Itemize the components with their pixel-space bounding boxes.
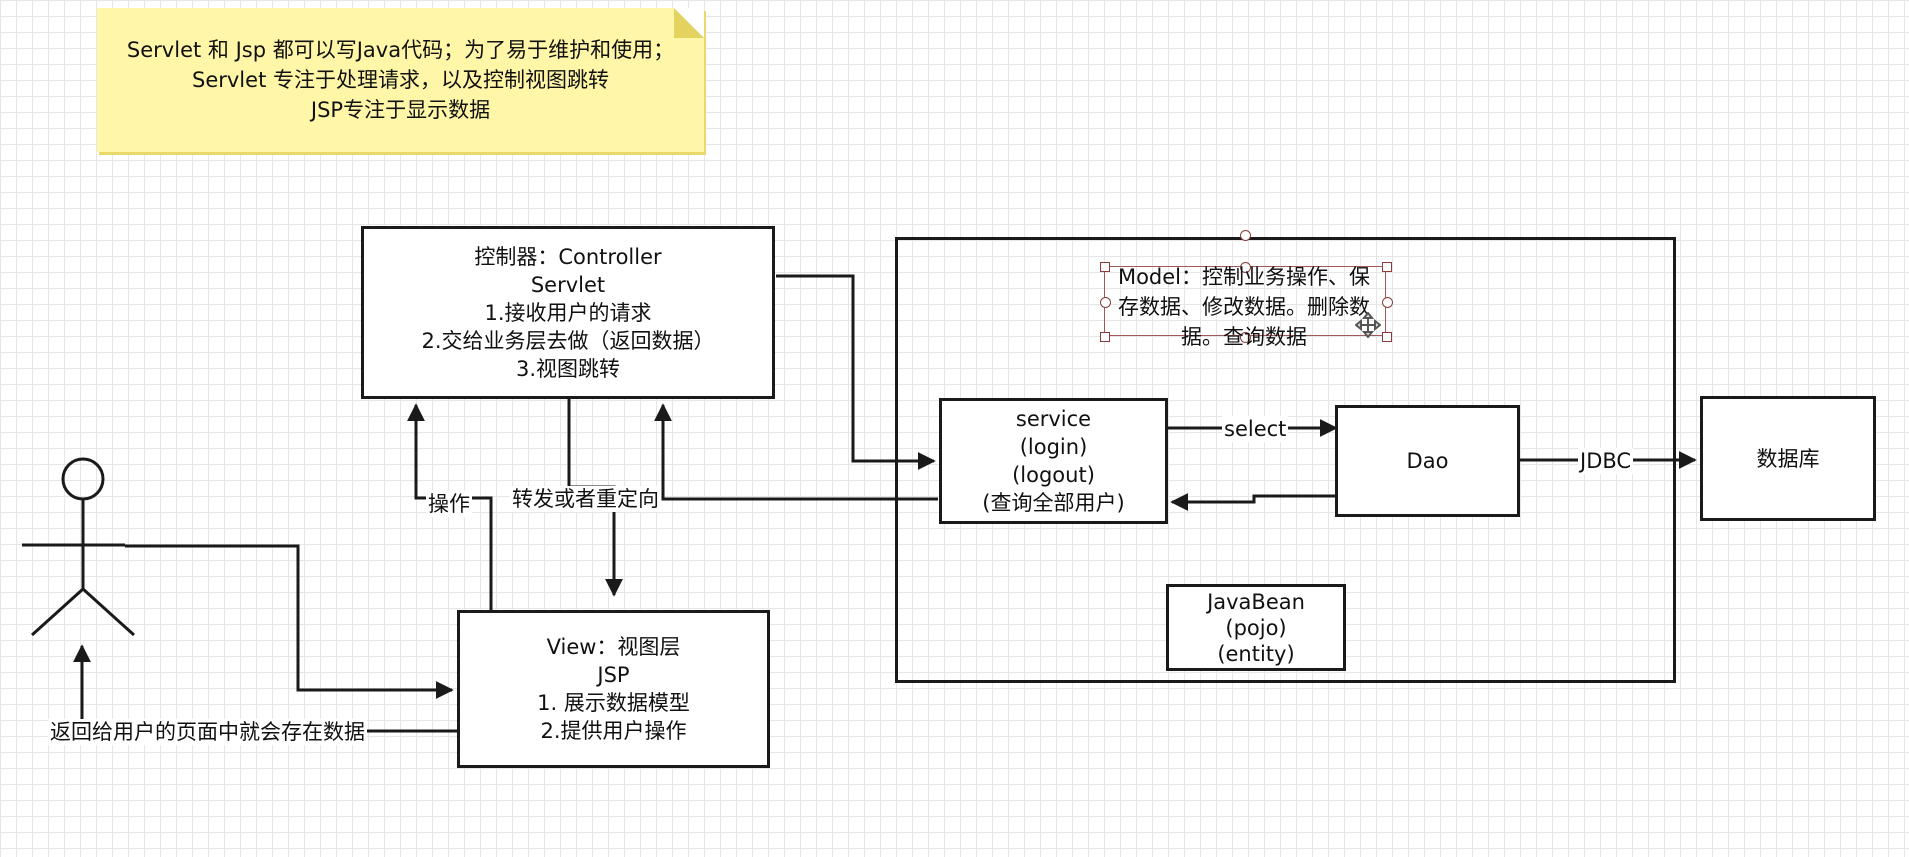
- service-line: (login): [1019, 435, 1088, 459]
- edge-dao-to-service: [1170, 493, 1335, 511]
- javabean-line: (entity): [1217, 641, 1295, 666]
- controller-line: 2.交给业务层去做（返回数据）: [421, 328, 715, 353]
- controller-line: 控制器：Controller: [474, 244, 662, 269]
- resize-handle[interactable]: [1382, 332, 1392, 342]
- model-line: 据。查询数据: [1181, 325, 1307, 349]
- note-fold: [674, 8, 704, 38]
- rotate-handle[interactable]: [1240, 230, 1251, 241]
- resize-handle[interactable]: [1100, 297, 1111, 308]
- user-actor-icon: [22, 457, 136, 637]
- database-label: 数据库: [1756, 446, 1820, 471]
- controller-line: Servlet: [530, 272, 606, 297]
- view-line: 2.提供用户操作: [540, 719, 687, 743]
- resize-handle[interactable]: [1240, 332, 1251, 343]
- javabean-line: JavaBean: [1207, 589, 1305, 614]
- model-label[interactable]: Model：控制业务操作、保 存数据、修改数据。删除数 据。查询数据: [1104, 262, 1384, 352]
- resize-handle[interactable]: [1240, 262, 1251, 273]
- resize-handle[interactable]: [1382, 297, 1393, 308]
- edge-user-to-view: [125, 544, 454, 699]
- view-line: 1. 展示数据模型: [537, 691, 690, 715]
- model-line: 存数据、修改数据。删除数: [1118, 295, 1370, 319]
- javabean-line: (pojo): [1225, 615, 1287, 640]
- edge-label-jdbc: JDBC: [1578, 448, 1634, 474]
- edge-service-to-controller: [654, 403, 938, 501]
- edge-label-forward-redirect: 转发或者重定向: [510, 486, 661, 512]
- move-cursor-icon: [1355, 312, 1381, 338]
- note-line: JSP专注于显示数据: [310, 98, 491, 122]
- note-line: Servlet 和 Jsp 都可以写Java代码；为了易于维护和使用；: [126, 38, 675, 62]
- resize-handle[interactable]: [1100, 332, 1110, 342]
- database-box[interactable]: 数据库: [1700, 396, 1876, 521]
- dao-label: Dao: [1406, 449, 1449, 473]
- service-line: (logout): [1012, 463, 1095, 487]
- view-line: JSP: [597, 663, 630, 687]
- note-line: Servlet 专注于处理请求，以及控制视图跳转: [192, 68, 609, 92]
- edge-label-return-data: 返回给用户的页面中就会存在数据: [48, 719, 367, 745]
- edge-label-select: select: [1222, 416, 1289, 442]
- model-line: Model：控制业务操作、保: [1117, 265, 1371, 289]
- dao-box[interactable]: Dao: [1335, 405, 1520, 517]
- service-line: (查询全部用户): [982, 491, 1125, 515]
- resize-handle[interactable]: [1382, 262, 1392, 272]
- controller-line: 1.接收用户的请求: [484, 300, 652, 325]
- edge-label-operate: 操作: [426, 491, 472, 517]
- sticky-note: Servlet 和 Jsp 都可以写Java代码；为了易于维护和使用； Serv…: [97, 8, 704, 152]
- view-box[interactable]: View：视图层 JSP 1. 展示数据模型 2.提供用户操作: [457, 610, 770, 768]
- edge-controller-to-service: [776, 274, 936, 470]
- javabean-box[interactable]: JavaBean (pojo) (entity): [1166, 584, 1346, 671]
- controller-box[interactable]: 控制器：Controller Servlet 1.接收用户的请求 2.交给业务层…: [361, 226, 775, 399]
- service-box[interactable]: service (login) (logout) (查询全部用户): [939, 398, 1168, 524]
- resize-handle[interactable]: [1100, 262, 1110, 272]
- controller-line: 3.视图跳转: [515, 356, 621, 381]
- model-container[interactable]: [895, 237, 1676, 683]
- view-line: View：视图层: [546, 635, 681, 659]
- service-line: service: [1015, 407, 1092, 431]
